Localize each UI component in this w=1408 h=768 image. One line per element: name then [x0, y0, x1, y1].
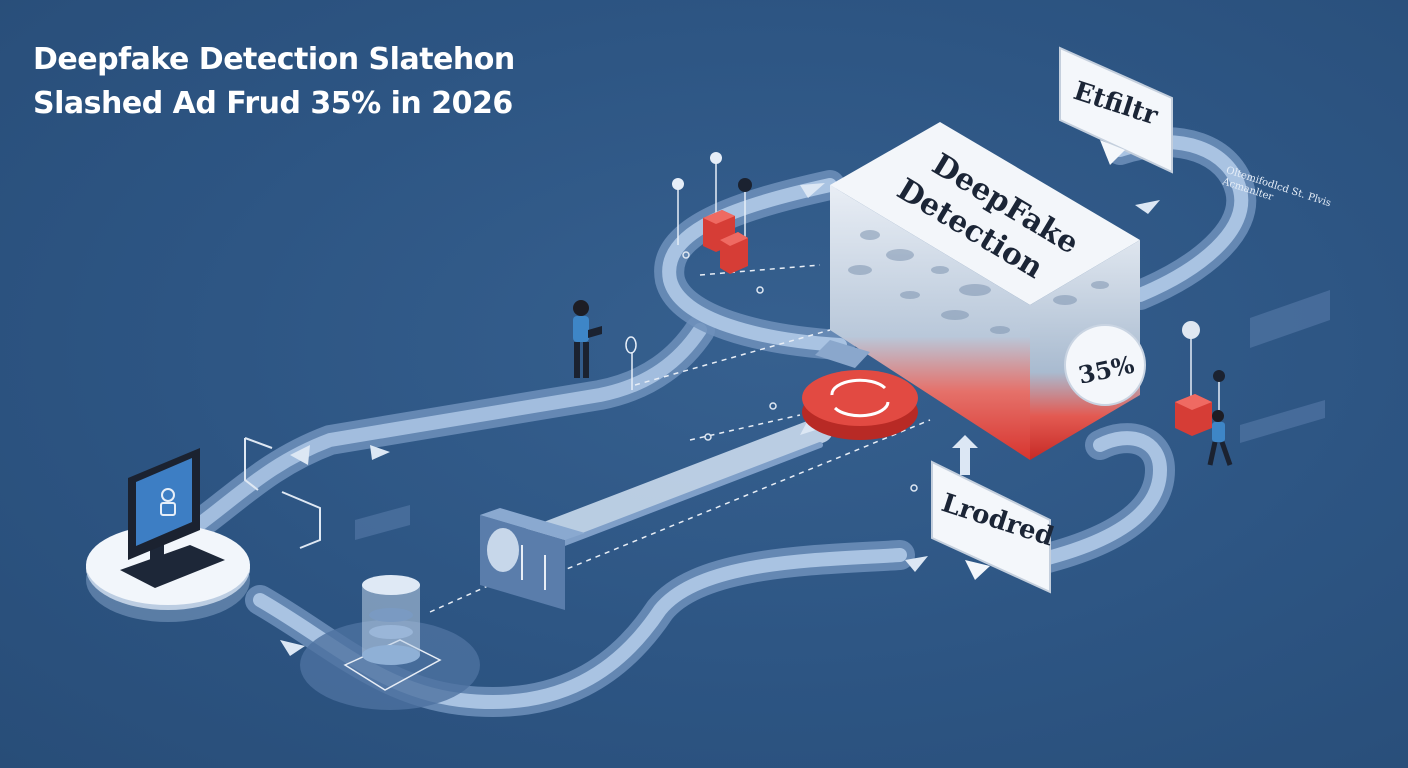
- pipe-center-beam: [507, 417, 833, 558]
- flow-arrows: [280, 183, 1160, 656]
- arrow-icon: [800, 420, 822, 435]
- callout-bubble-bottom: Lrodred: [931, 460, 1057, 594]
- pipe-center-beam-shade: [517, 442, 823, 563]
- arrow-icon: [370, 445, 390, 460]
- pipe-left-upper-inner: [143, 323, 707, 562]
- marker-dots: [682, 251, 918, 492]
- data-cylinder: [300, 575, 480, 710]
- decor-panels: [355, 290, 1330, 540]
- red-cube-cluster-top: [672, 152, 752, 274]
- pipe-top-loop-inner: [662, 178, 847, 352]
- callout-bubble-top: Etfiltr: [1059, 46, 1173, 174]
- arrow-icon: [1135, 200, 1160, 214]
- refresh-icon: [830, 378, 890, 418]
- scanner-device: [480, 508, 585, 610]
- sync-sensor-disc: [802, 340, 918, 440]
- arrow-icon: [290, 445, 310, 465]
- analyst-figure: [573, 300, 637, 390]
- arrow-icon: [905, 556, 928, 572]
- pipe-right-lower-inner: [1033, 431, 1167, 567]
- deepfake-detection-block: DeepFake Detection 35%: [830, 122, 1146, 460]
- red-cube-cluster-right: [1175, 321, 1225, 436]
- pipe-right-upper-inner: [1113, 135, 1249, 302]
- user-lock-icon: [160, 488, 176, 516]
- headline-line-2: Slashed Ad Frud 35% in 2026: [33, 86, 513, 121]
- arrow-icon: [280, 640, 305, 656]
- computer-terminal: [86, 448, 250, 622]
- arrow-icon: [800, 183, 825, 198]
- walker-figure: [1207, 410, 1233, 466]
- up-arrow-icon: [952, 435, 978, 475]
- dashed-connectors: [429, 264, 931, 613]
- headline-line-1: Deepfake Detection Slatehon: [33, 42, 515, 77]
- frame-brackets: [244, 437, 321, 549]
